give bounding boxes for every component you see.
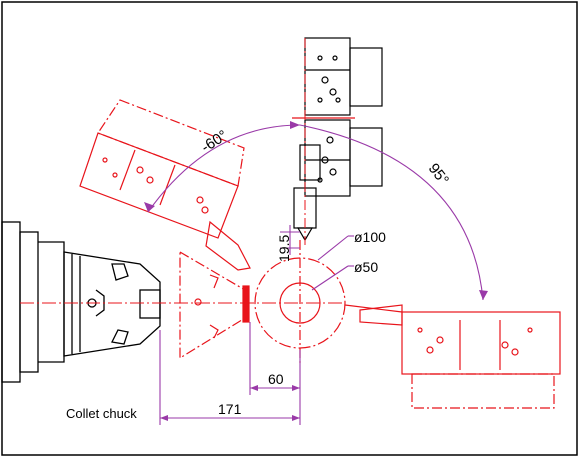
label-dim-171: 171 [218,401,242,417]
label-dim-offset: 19.5 [276,235,292,262]
angle-arc-right [299,124,484,301]
workpiece-red [179,240,346,365]
leader-dia-outer [317,235,349,261]
label-dim-60: 60 [268,371,284,387]
label-collet-chuck: Collet chuck [66,406,137,421]
leader-dia-inner [311,265,349,291]
dimension-lines [147,124,484,425]
label-angle-left: -60° [198,127,230,156]
top-tool-holder [293,37,383,242]
left-tool-holder [79,99,251,271]
collet-chuck [1,221,161,383]
label-dia-outer: ø100 [354,229,386,245]
arrowheads [144,121,488,421]
right-tool-holder [344,304,561,409]
angle-arc-left [147,124,301,213]
label-dia-inner: ø50 [354,259,378,275]
